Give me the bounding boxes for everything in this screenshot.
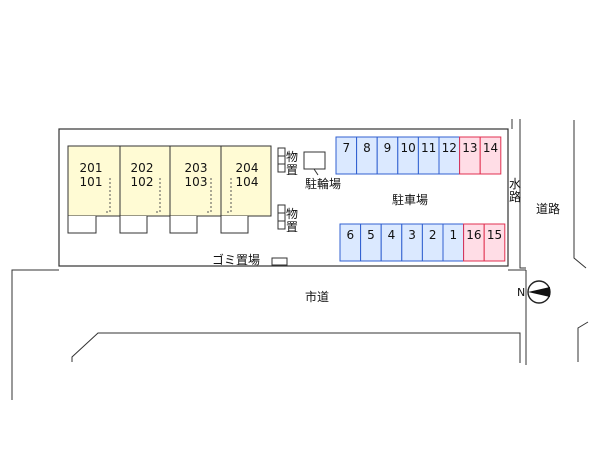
room-dividers xyxy=(104,178,232,213)
parking-space: 7 xyxy=(335,136,358,175)
parking-space-number: 3 xyxy=(408,228,416,242)
parking-space: 4 xyxy=(380,223,403,262)
bicycle-parking-label: 駐輪場 xyxy=(305,176,341,191)
unit-label: 202 xyxy=(131,161,154,175)
parking-space-number: 11 xyxy=(421,141,436,155)
storage-label-char: 置 xyxy=(286,163,298,177)
road-label: 道路 xyxy=(536,201,560,216)
parking-space: 13 xyxy=(459,136,481,175)
parking-space-number: 14 xyxy=(483,141,498,155)
parking-space: 2 xyxy=(421,223,444,262)
parking-space: 9 xyxy=(376,136,399,175)
parking-space-number: 8 xyxy=(363,141,371,155)
parking-space: 10 xyxy=(397,136,419,175)
unit-label: 201 xyxy=(80,161,103,175)
parking-space: 14 xyxy=(479,136,502,175)
balconies xyxy=(67,216,249,234)
unit-label: 204 xyxy=(236,161,259,175)
storage-label-char: 置 xyxy=(286,220,298,234)
parking-space-number: 15 xyxy=(487,228,502,242)
storage-shed: 物 置 xyxy=(277,204,298,234)
canal-label-char: 水 xyxy=(509,177,521,191)
unit-block xyxy=(220,145,272,217)
parking-space-number: 7 xyxy=(342,141,350,155)
car-parking-label: 駐車場 xyxy=(392,192,428,207)
parking-space: 11 xyxy=(417,136,440,175)
parking-space: 15 xyxy=(483,223,506,262)
parking-space-box xyxy=(479,136,502,175)
parking-space-number: 12 xyxy=(442,141,457,155)
garbage-label: ゴミ置場 xyxy=(212,252,260,267)
parking-space: 1 xyxy=(442,223,465,262)
parking-space-number: 16 xyxy=(466,228,481,242)
north-letter: N xyxy=(517,286,525,299)
bicycle-parking: 駐輪場 xyxy=(303,151,341,191)
garbage-area: ゴミ置場 xyxy=(212,252,288,267)
road-edges xyxy=(11,119,589,400)
unit-label: 102 xyxy=(131,175,154,189)
unit-label: 101 xyxy=(80,175,103,189)
parking-space-number: 4 xyxy=(388,228,396,242)
storage-label-char: 物 xyxy=(286,207,298,221)
parking-space: 8 xyxy=(356,136,378,175)
building-units xyxy=(67,145,272,217)
parking-space-number: 10 xyxy=(400,141,415,155)
unit-label: 104 xyxy=(236,175,259,189)
parking-space-number: 5 xyxy=(367,228,375,242)
parking-space-number: 13 xyxy=(462,141,477,155)
unit-label: 203 xyxy=(185,161,208,175)
parking-space-number: 9 xyxy=(384,141,392,155)
north-arrow-icon: N xyxy=(517,280,551,304)
unit-label: 103 xyxy=(185,175,208,189)
parking-space-number: 1 xyxy=(449,228,457,242)
parking-space-box xyxy=(483,223,506,262)
parking-space: 12 xyxy=(438,136,461,175)
storage-label-char: 物 xyxy=(286,150,298,164)
parking-space: 16 xyxy=(463,223,485,262)
parking-space-number: 6 xyxy=(346,228,354,242)
city-road-label: 市道 xyxy=(305,289,329,304)
canal-label-char: 路 xyxy=(509,189,521,204)
storage-shed: 物 置 xyxy=(277,147,298,177)
garbage-box xyxy=(271,257,288,266)
parking-space: 3 xyxy=(401,223,423,262)
parking-space-number: 2 xyxy=(429,228,437,242)
apartment-building: 201 202 203 204 101 102 103 104 xyxy=(67,145,272,234)
parking-space: 6 xyxy=(339,223,362,262)
parking-space: 5 xyxy=(360,223,382,262)
